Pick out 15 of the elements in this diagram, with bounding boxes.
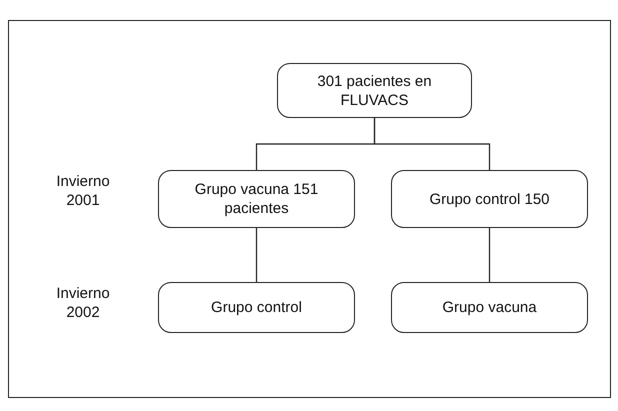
connector-line xyxy=(374,118,490,170)
connector-line xyxy=(488,228,490,282)
node-text: Grupo vacuna 151 pacientes xyxy=(194,180,320,218)
process-box xyxy=(277,63,472,118)
process-box xyxy=(158,282,355,333)
row-label: Invierno 2002 xyxy=(55,284,111,322)
process-box xyxy=(391,170,588,228)
node-text: Grupo control 150 xyxy=(428,190,551,208)
connector-line xyxy=(256,228,258,282)
row-label: Invierno 2001 xyxy=(55,172,111,210)
process-box xyxy=(391,282,588,333)
node-text: 301 pacientes en FLUVACS xyxy=(316,72,433,110)
node-text: Grupo control xyxy=(210,298,303,317)
node-text: Grupo vacuna xyxy=(441,298,538,317)
process-box xyxy=(158,170,355,228)
